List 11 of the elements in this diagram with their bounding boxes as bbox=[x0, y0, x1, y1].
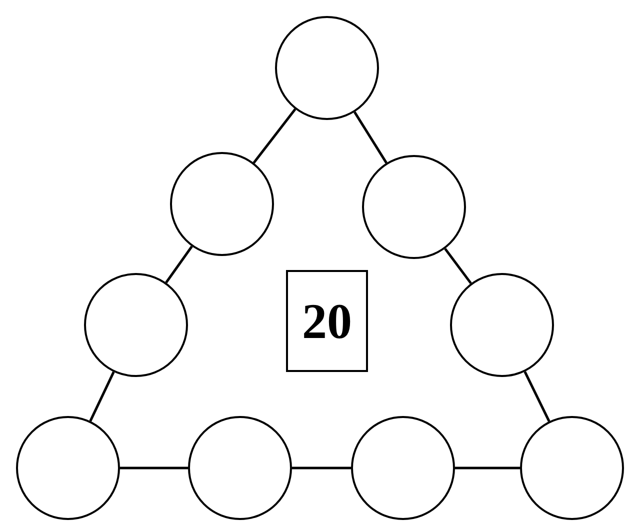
connector-line bbox=[252, 108, 296, 164]
connector-line bbox=[120, 466, 188, 470]
connector-line bbox=[354, 111, 388, 164]
connector-line bbox=[292, 466, 351, 470]
connector-line bbox=[89, 371, 115, 422]
number-box bbox=[286, 270, 368, 372]
number-label: 20 bbox=[302, 296, 352, 346]
connector-line bbox=[165, 246, 193, 284]
connector-line bbox=[444, 248, 472, 284]
connector-line bbox=[455, 466, 520, 470]
connector-line bbox=[524, 371, 550, 422]
